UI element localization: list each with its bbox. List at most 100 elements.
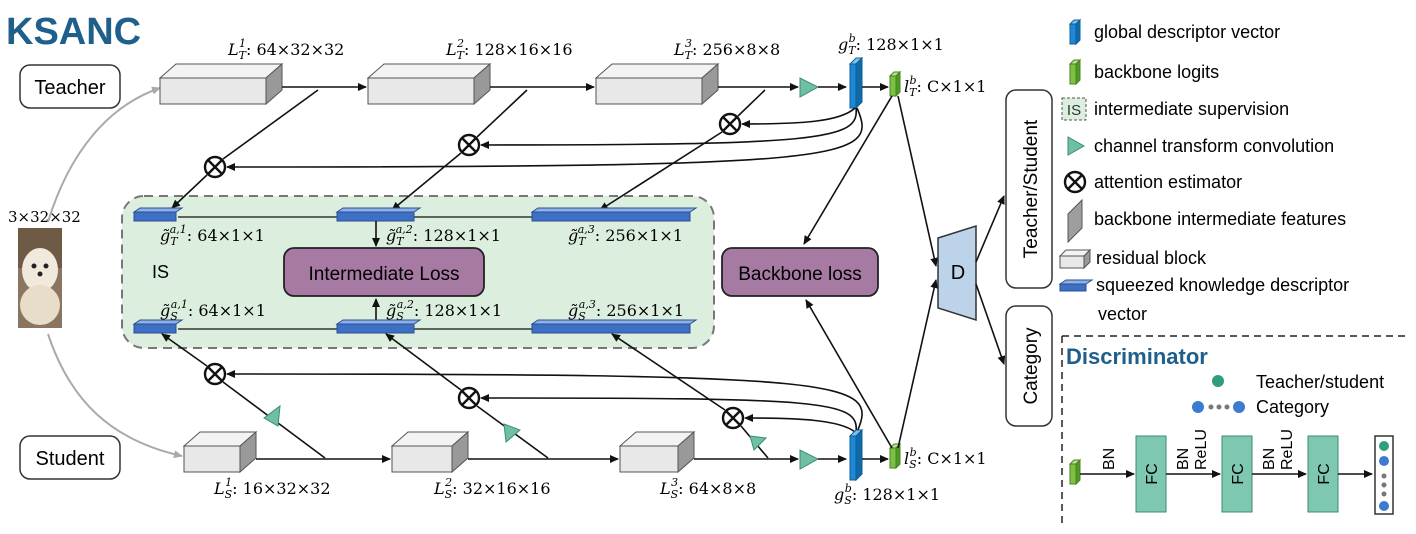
student-attention-1 [203, 362, 227, 386]
legend-text-is: intermediate supervision [1094, 99, 1289, 119]
legend-text-features: backbone intermediate features [1094, 209, 1346, 229]
teacher-label: Teacher [34, 77, 105, 99]
student-block-3 [618, 430, 696, 474]
teacher-block-2 [366, 62, 492, 106]
student-descriptor-3 [530, 319, 698, 334]
teacher-channel-transform [799, 77, 820, 98]
label-ls2: LS2: 32×16×16 [433, 476, 551, 501]
disc-legend-cat: Category [1256, 397, 1329, 417]
discriminator-block-label: D [951, 262, 965, 284]
svg-text:LT1: 64×32×32: LT1: 64×32×32 [227, 37, 344, 62]
svg-text:g̃Ta,2: 128×1×1: g̃Ta,2: 128×1×1 [386, 223, 501, 248]
label-gtb: gTb: 128×1×1 [838, 32, 944, 57]
teacher-attention-1 [203, 155, 227, 179]
global-descriptor-icon [1068, 18, 1082, 46]
label-lt2: LT2: 128×16×16 [445, 37, 573, 62]
category-output-label: Category [1021, 327, 1042, 405]
svg-text:g̃Ta,1: 64×1×1: g̃Ta,1: 64×1×1 [160, 223, 265, 248]
student-node [19, 435, 121, 480]
input-to-teacher-arrow [47, 86, 161, 223]
svg-text:g̃Sa,3: 256×1×1: g̃Sa,3: 256×1×1 [568, 298, 684, 323]
input-to-student-arrow [47, 333, 183, 459]
student-label: Student [36, 448, 105, 470]
label-ls1: LS1: 16×32×32 [213, 476, 331, 501]
student-global-descriptor [848, 428, 864, 482]
label-gs2: g̃Sa,2: 128×1×1 [386, 298, 502, 323]
student-block-1 [182, 430, 258, 474]
student-descriptor-1 [132, 319, 184, 334]
label-ls3: LS3: 64×8×8 [659, 476, 756, 501]
label-lt3: LT3: 256×8×8 [673, 37, 780, 62]
teacher-descriptor-2 [335, 207, 422, 222]
input-size-label: 3×32×32 [8, 208, 81, 226]
is-box-icon-text: IS [1067, 102, 1081, 119]
teacher-attention-3 [718, 112, 742, 136]
squeezed-descriptor-icon [1058, 279, 1094, 292]
otimes-icon [1063, 170, 1087, 194]
disc-input-logit [1068, 458, 1082, 486]
svg-text:g̃Ta,3: 256×1×1: g̃Ta,3: 256×1×1 [568, 223, 683, 248]
triangle-icon [1067, 136, 1086, 156]
residual-block-icon [1058, 248, 1092, 270]
student-transform-2 [503, 423, 521, 443]
disc-legend-ts: Teacher/student [1256, 372, 1384, 392]
disc-fc-1-label: FC [1144, 463, 1161, 484]
svg-text:g̃Sa,1: 64×1×1: g̃Sa,1: 64×1×1 [160, 298, 266, 323]
student-transform-1 [263, 404, 281, 427]
category-output [1005, 305, 1053, 427]
input-dog-image [18, 228, 62, 328]
svg-text:g̃Sa,2: 128×1×1: g̃Sa,2: 128×1×1 [386, 298, 502, 323]
label-ltb: lTb: C×1×1 [904, 74, 986, 99]
svg-text:gSb: 128×1×1: gSb: 128×1×1 [834, 482, 940, 507]
student-block-2 [390, 430, 470, 474]
label-lt1: LT1: 64×32×32 [227, 37, 344, 62]
label-gt3: g̃Ta,3: 256×1×1 [568, 223, 683, 248]
label-lsb: lSb: C×1×1 [904, 446, 987, 471]
disc-bn-3: BN [1261, 448, 1278, 470]
student-channel-transform [799, 449, 820, 470]
teacher-student-output [1005, 89, 1053, 289]
student-transform-3 [749, 435, 768, 451]
disc-output-vector [1374, 435, 1394, 515]
teacher-student-output-label: Teacher/Student [1021, 119, 1042, 258]
backbone-logits-icon [1068, 58, 1082, 86]
teacher-descriptor-1 [132, 207, 184, 222]
disc-fc-2-label: FC [1230, 463, 1247, 484]
teacher-student-dot-icon [1212, 375, 1224, 387]
legend-text-squeezed: squeezed knowledge descriptor [1096, 275, 1349, 295]
disc-fc-3 [1307, 435, 1339, 513]
category-dots-icon [1192, 401, 1245, 413]
disc-relu-2: ReLU [1193, 429, 1210, 470]
disc-bn-2: BN [1175, 448, 1192, 470]
legend-text-global: global descriptor vector [1094, 22, 1280, 42]
svg-text:lTb: C×1×1: lTb: C×1×1 [904, 74, 986, 99]
teacher-node [19, 64, 121, 109]
label-gs3: g̃Sa,3: 256×1×1 [568, 298, 684, 323]
student-attention-2 [457, 386, 481, 410]
legend-text-logits: backbone logits [1094, 62, 1219, 82]
svg-text:LS3: 64×8×8: LS3: 64×8×8 [659, 476, 756, 501]
is-label: IS [152, 262, 169, 282]
intermediate-loss-label: Intermediate Loss [308, 264, 459, 285]
legend-text-transform: channel transform convolution [1094, 136, 1334, 156]
label-gsb: gSb: 128×1×1 [834, 482, 940, 507]
disc-fc-2 [1221, 435, 1253, 513]
backbone-loss-box [721, 247, 879, 297]
legend-text-squeezed-2: vector [1098, 304, 1147, 324]
teacher-attention-2 [457, 133, 481, 157]
label-gt2: g̃Ta,2: 128×1×1 [386, 223, 501, 248]
legend-text-residual: residual block [1096, 248, 1207, 268]
svg-text:gTb: 128×1×1: gTb: 128×1×1 [838, 32, 944, 57]
intermediate-loss-box [283, 247, 485, 297]
svg-text:LS1: 16×32×32: LS1: 16×32×32 [213, 476, 331, 501]
teacher-descriptor-3 [530, 207, 698, 222]
disc-bn-1: BN [1101, 448, 1118, 470]
legend: global descriptor vector backbone logits… [1058, 18, 1349, 324]
discriminator-title: Discriminator [1066, 344, 1208, 369]
student-logit [888, 442, 902, 470]
legend-text-attention: attention estimator [1094, 172, 1242, 192]
student-descriptor-2 [335, 319, 422, 334]
svg-text:LT2: 128×16×16: LT2: 128×16×16 [445, 37, 573, 62]
label-gs1: g̃Sa,1: 64×1×1 [160, 298, 266, 323]
